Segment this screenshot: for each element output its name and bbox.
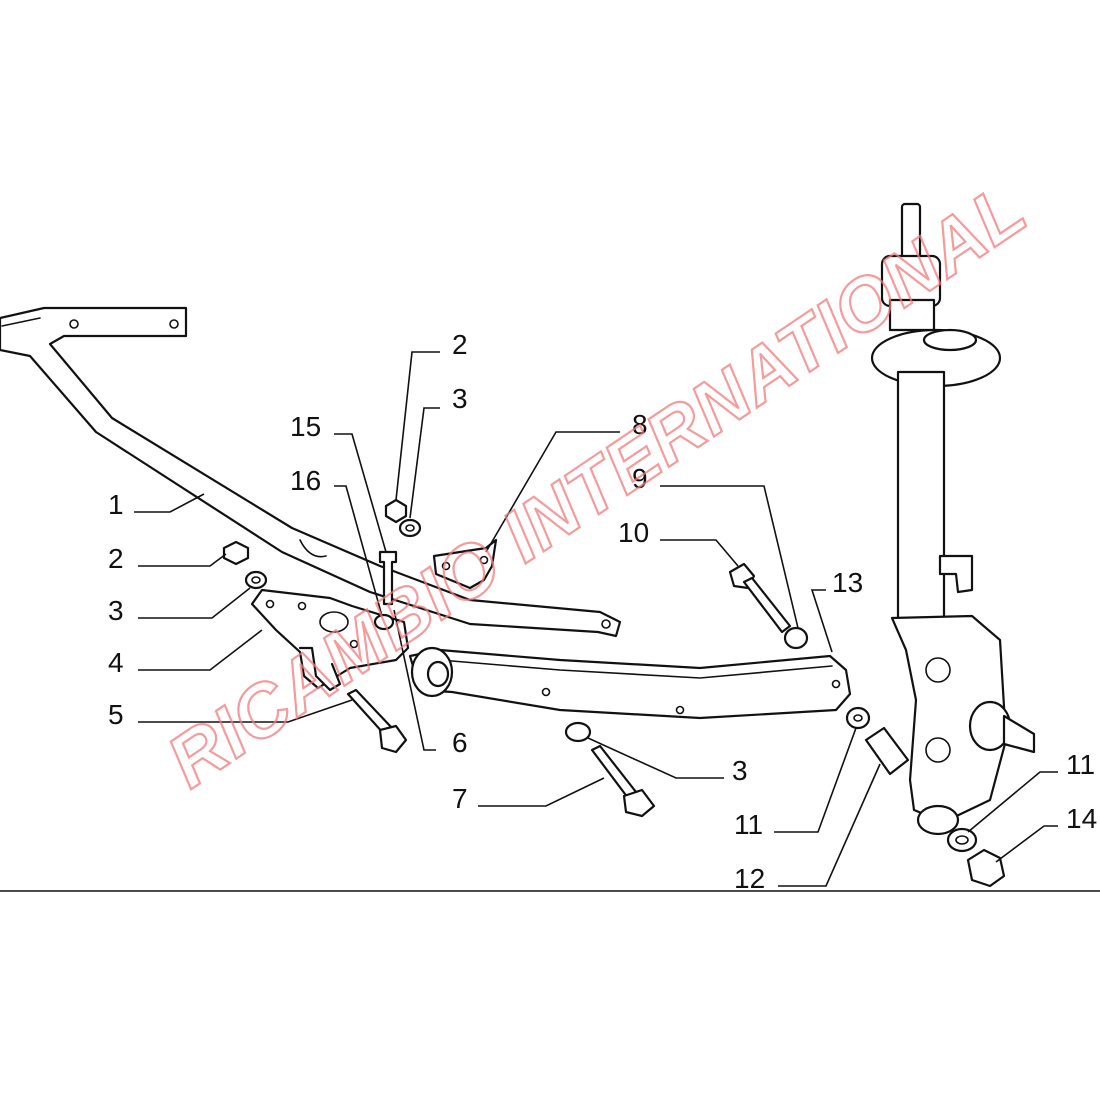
leader-14 — [995, 825, 1058, 863]
leader-12 — [778, 763, 881, 887]
leader-6 — [393, 609, 436, 751]
bar-bracket — [432, 538, 498, 590]
callout-2-top: 2 — [452, 329, 468, 360]
callout-labels: 1 2 2 3 3 3 4 5 6 7 8 9 10 11 11 12 13 1… — [108, 329, 1097, 894]
bolt-5-head — [378, 724, 408, 754]
hardware-items — [222, 498, 1006, 888]
anti-roll-bar — [0, 306, 622, 638]
leader-9 — [660, 485, 799, 629]
callout-9: 9 — [632, 463, 648, 494]
callout-11-right: 11 — [1066, 749, 1095, 780]
leader-1 — [134, 493, 205, 513]
bushing-12 — [864, 726, 910, 776]
leader-8 — [485, 431, 620, 553]
strut-assembly — [870, 202, 1036, 836]
bolt-7 — [590, 744, 638, 800]
bolt-15 — [378, 550, 398, 606]
leader-10 — [660, 539, 739, 567]
leader-11-right — [967, 771, 1058, 833]
nut-2-left — [222, 540, 250, 566]
callout-3-left: 3 — [108, 595, 124, 626]
mounting-plate — [250, 588, 410, 692]
control-arm — [408, 646, 852, 720]
washer-16 — [373, 613, 395, 631]
leader-16 — [334, 485, 383, 617]
callout-13: 13 — [832, 567, 863, 598]
washer-9 — [783, 626, 809, 650]
callout-5: 5 — [108, 699, 124, 730]
bolt-7-head — [622, 788, 656, 818]
washer-3-middle — [564, 721, 592, 743]
leader-3-left — [138, 587, 251, 619]
leader-11-left — [774, 727, 857, 833]
leader-3-middle — [587, 737, 724, 779]
leader-5 — [138, 699, 353, 723]
leader-lines — [134, 351, 1058, 887]
leader-15 — [334, 433, 387, 553]
callout-3-middle: 3 — [732, 755, 748, 786]
bolt-10 — [742, 576, 792, 634]
nut-2-top — [384, 498, 408, 524]
callout-8: 8 — [632, 409, 648, 440]
leader-2-left — [138, 553, 227, 567]
callout-2-left: 2 — [108, 543, 124, 574]
callout-4: 4 — [108, 647, 124, 678]
callout-16: 16 — [290, 465, 321, 496]
leader-3-top — [409, 407, 440, 519]
leader-7 — [478, 777, 605, 807]
callout-15: 15 — [290, 411, 321, 442]
leader-13 — [810, 589, 833, 653]
leader-2-top — [395, 351, 440, 501]
callout-12: 12 — [734, 863, 765, 894]
leader-4 — [138, 629, 263, 671]
nut-14 — [966, 848, 1006, 888]
callout-14: 14 — [1066, 803, 1097, 834]
callout-3-top: 3 — [452, 383, 468, 414]
callout-10: 10 — [618, 517, 649, 548]
callout-1: 1 — [108, 489, 124, 520]
callout-7: 7 — [452, 783, 468, 814]
callout-11-left: 11 — [734, 809, 763, 840]
callout-6: 6 — [452, 727, 468, 758]
